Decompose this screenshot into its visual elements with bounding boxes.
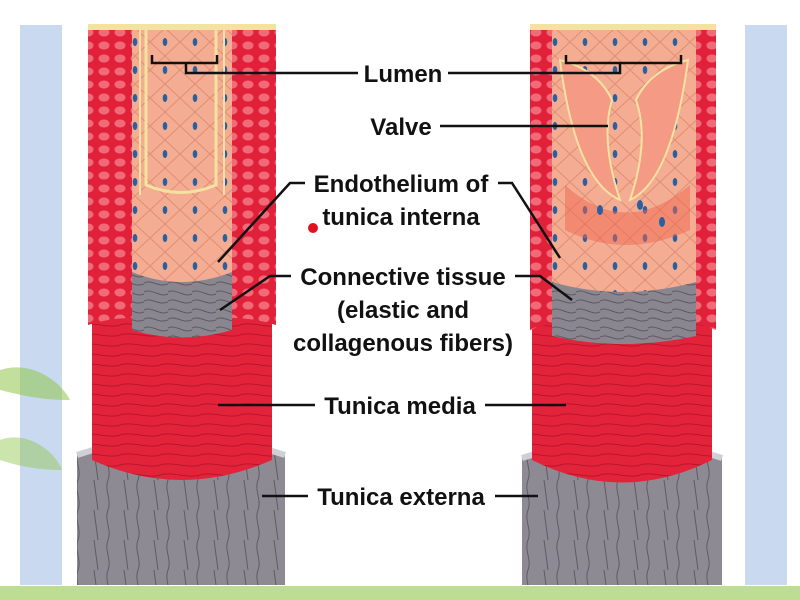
vein-valve-illustration: [558, 58, 690, 245]
label-lumen: Lumen: [364, 61, 443, 88]
red-dot-marker: [308, 223, 318, 233]
label-valve: Valve: [370, 114, 431, 141]
label-connective-line1: Connective tissue: [300, 264, 505, 291]
label-endothelium-line1: Endothelium of: [314, 171, 490, 198]
label-connective-line2: (elastic and: [337, 297, 469, 324]
leader-lines: [150, 55, 683, 498]
background: [0, 25, 800, 600]
label-connective-line3: collagenous fibers): [293, 330, 513, 357]
right-vessel-illustration: [521, 24, 723, 585]
label-tunica-media: Tunica media: [324, 393, 476, 420]
label-tunica-externa: Tunica externa: [317, 484, 485, 511]
left-vessel-illustration: [76, 24, 286, 585]
label-endothelium-line2: tunica interna: [322, 204, 480, 231]
